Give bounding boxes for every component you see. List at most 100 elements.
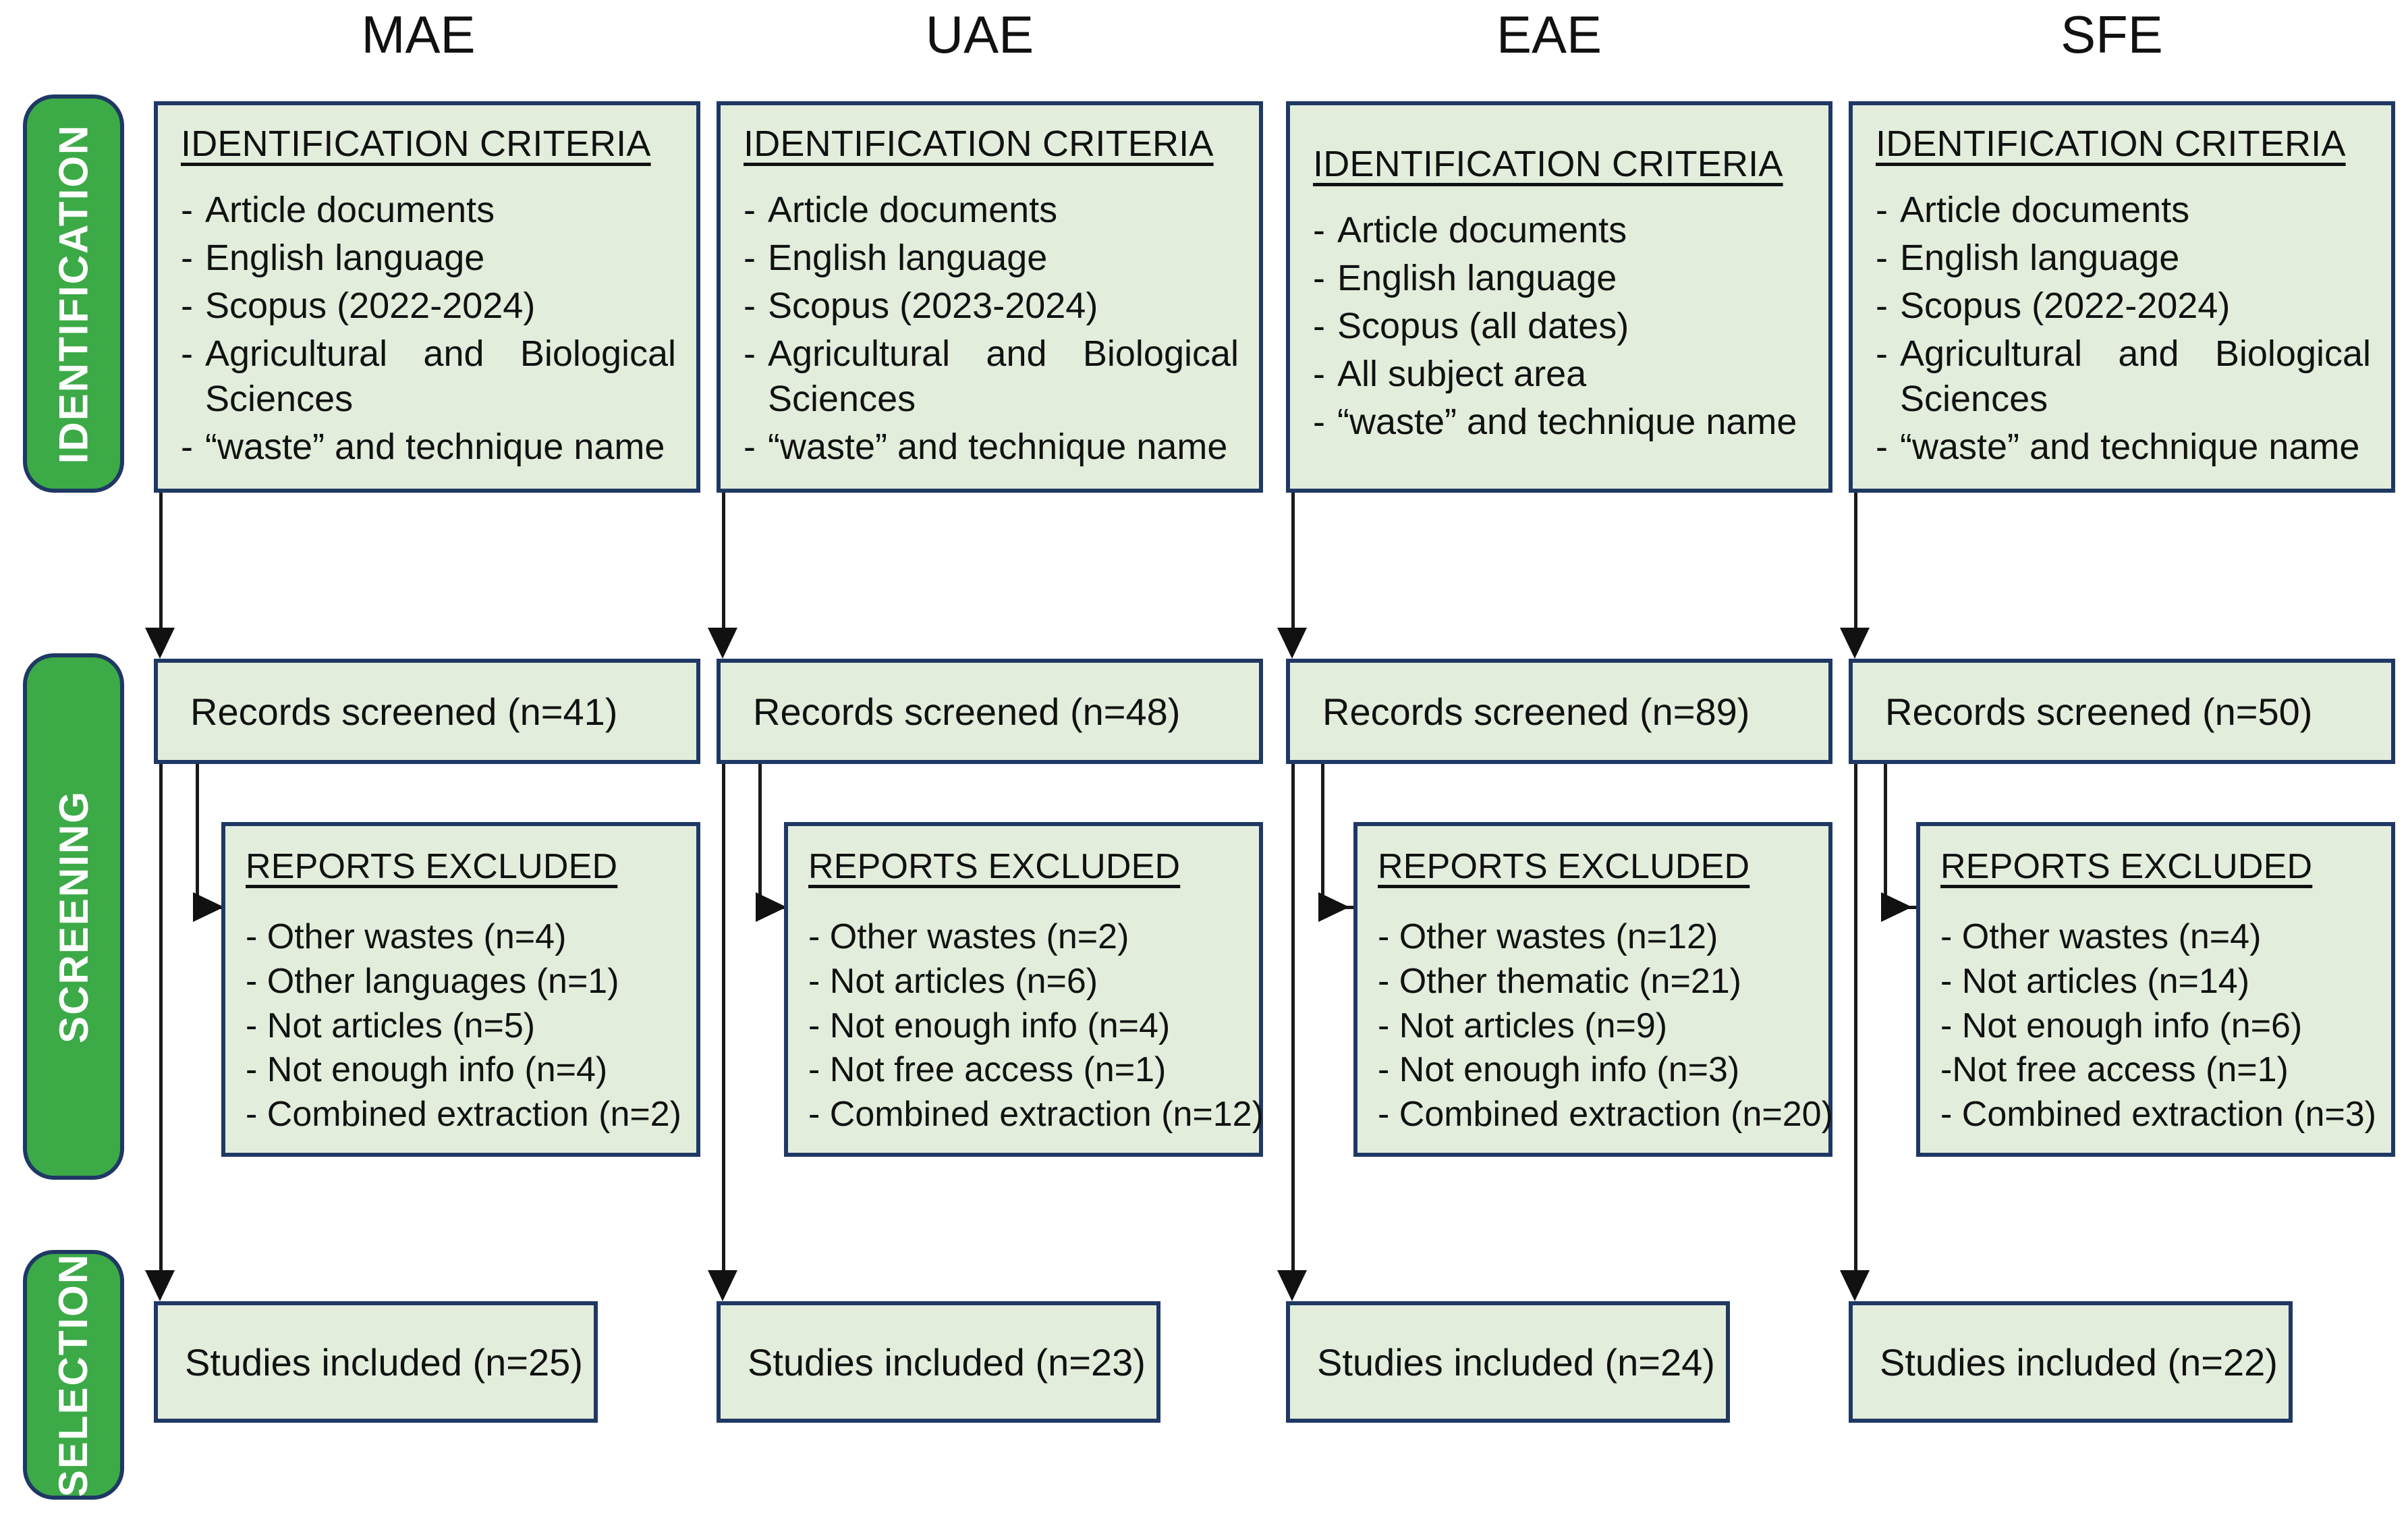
criteria-text: “waste” and technique name <box>767 426 1228 467</box>
reports-excluded-list: - Other wastes (n=4) - Not articles (n=1… <box>1940 915 2378 1137</box>
criteria-text: Article documents <box>1899 190 2190 230</box>
criteria-text: English language <box>1337 257 1617 298</box>
reports-excluded-list: - Other wastes (n=2) - Not articles (n=6… <box>808 915 1264 1137</box>
criteria-item: -Article documents <box>181 188 676 233</box>
reports-excluded-list: - Other wastes (n=12) - Other thematic (… <box>1378 915 1833 1137</box>
criteria-item: -English language <box>181 236 676 281</box>
exclusion-item: - Other wastes (n=4) <box>1940 917 2262 956</box>
criteria-text: All subject area <box>1337 353 1587 394</box>
reports-excluded-box-mae: REPORTS EXCLUDED - Other wastes (n=4) - … <box>221 822 700 1157</box>
bullet-dash-icon: - <box>744 333 756 374</box>
criteria-text: Scopus (all dates) <box>1337 305 1629 346</box>
stage-label-text: IDENTIFICATION <box>51 124 96 464</box>
studies-included-label: Studies included (n=23) <box>748 1340 1146 1384</box>
connector-line-mae-identification-to-screening <box>159 493 163 628</box>
criteria-item: -Agricultural and Biological Sciences <box>181 331 676 422</box>
criteria-text: Agricultural and Biological Sciences <box>1899 333 2371 419</box>
bullet-dash-icon: - <box>1313 401 1325 442</box>
reports-excluded-title: REPORTS EXCLUDED <box>1378 847 1750 886</box>
connector-line-uae-identification-to-screening <box>722 493 725 628</box>
exclusion-item: - Combined extraction (n=12) <box>808 1095 1264 1135</box>
connector-line-sfe-elbow-vertical <box>1884 764 1887 907</box>
connector-line-mae-elbow-vertical <box>196 764 199 907</box>
identification-criteria-box-mae: IDENTIFICATION CRITERIA -Article documen… <box>154 101 700 493</box>
criteria-text: Article documents <box>204 190 495 230</box>
criteria-item: -Agricultural and Biological Sciences <box>1876 331 2371 422</box>
column-header-label: UAE <box>925 5 1034 64</box>
exclusion-item: - Other wastes (n=4) <box>246 917 567 956</box>
criteria-item: -Agricultural and Biological Sciences <box>744 331 1239 422</box>
criteria-text: Agricultural and Biological Sciences <box>767 333 1239 419</box>
exclusion-item: - Not articles (n=5) <box>246 1006 536 1045</box>
connector-arrow-uae-excluded <box>756 892 787 922</box>
bullet-dash-icon: - <box>181 285 193 326</box>
criteria-text: English language <box>1899 237 2180 278</box>
bullet-dash-icon: - <box>1876 190 1888 230</box>
stage-label-text: SCREENING <box>51 790 96 1043</box>
reports-excluded-box-sfe: REPORTS EXCLUDED - Other wastes (n=4) - … <box>1916 822 2395 1157</box>
identification-criteria-list: -Article documents -English language -Sc… <box>181 188 676 470</box>
criteria-item: -Article documents <box>744 188 1239 233</box>
bullet-dash-icon: - <box>744 426 756 467</box>
criteria-item: -Scopus (2023-2024) <box>744 283 1239 329</box>
exclusion-item: - Not enough info (n=4) <box>808 1006 1171 1045</box>
criteria-item: -“waste” and technique name <box>1876 425 2371 470</box>
reports-excluded-title: REPORTS EXCLUDED <box>808 847 1181 886</box>
bullet-dash-icon: - <box>744 190 756 230</box>
bullet-dash-icon: - <box>1876 333 1888 374</box>
studies-included-box-uae: Studies included (n=23) <box>717 1301 1160 1423</box>
connector-arrow-sfe-screening <box>1840 628 1870 659</box>
criteria-item: -English language <box>744 236 1239 281</box>
criteria-item: -Scopus (2022-2024) <box>181 283 676 329</box>
bullet-dash-icon: - <box>1313 305 1325 346</box>
criteria-text: Scopus (2022-2024) <box>204 285 536 326</box>
bullet-dash-icon: - <box>181 426 193 467</box>
criteria-text: “waste” and technique name <box>204 426 665 467</box>
studies-included-box-mae: Studies included (n=25) <box>154 1301 598 1423</box>
criteria-text: Scopus (2023-2024) <box>767 285 1098 326</box>
identification-criteria-box-sfe: IDENTIFICATION CRITERIA -Article documen… <box>1849 101 2395 493</box>
bullet-dash-icon: - <box>181 237 193 278</box>
criteria-text: Agricultural and Biological Sciences <box>204 333 676 419</box>
studies-included-box-eae: Studies included (n=24) <box>1286 1301 1730 1423</box>
connector-line-sfe-identification-to-screening <box>1854 493 1857 628</box>
stage-label-identification: IDENTIFICATION <box>23 94 124 493</box>
records-screened-box-uae: Records screened (n=48) <box>717 659 1263 764</box>
criteria-text: English language <box>204 237 485 278</box>
records-screened-label: Records screened (n=41) <box>190 690 618 733</box>
identification-criteria-list: -Article documents -English language -Sc… <box>744 188 1239 470</box>
criteria-text: English language <box>767 237 1048 278</box>
exclusion-item: - Not articles (n=14) <box>1940 961 2250 1001</box>
column-header-sfe: SFE <box>1849 4 2375 65</box>
exclusion-item: - Other languages (n=1) <box>246 961 619 1001</box>
reports-excluded-title: REPORTS EXCLUDED <box>1940 847 2313 886</box>
connector-line-uae-elbow-vertical <box>758 764 762 907</box>
column-header-eae: EAE <box>1286 4 1812 65</box>
criteria-item: -“waste” and technique name <box>1313 400 1808 445</box>
connector-line-eae-screening-to-selection <box>1291 764 1295 1270</box>
records-screened-box-eae: Records screened (n=89) <box>1286 659 1832 764</box>
criteria-item: -Scopus (2022-2024) <box>1876 283 2371 329</box>
records-screened-label: Records screened (n=50) <box>1885 690 2313 733</box>
connector-arrow-eae-excluded <box>1318 892 1349 922</box>
column-header-uae: UAE <box>717 4 1243 65</box>
connector-arrow-sfe-excluded <box>1881 892 1912 922</box>
criteria-item: -Article documents <box>1313 208 1808 253</box>
exclusion-item: - Combined extraction (n=3) <box>1940 1095 2376 1135</box>
identification-criteria-box-eae: IDENTIFICATION CRITERIA -Article documen… <box>1286 101 1832 493</box>
identification-criteria-title: IDENTIFICATION CRITERIA <box>181 124 651 164</box>
bullet-dash-icon: - <box>1876 237 1888 278</box>
bullet-dash-icon: - <box>181 333 193 374</box>
connector-line-mae-screening-to-selection <box>159 764 163 1270</box>
bullet-dash-icon: - <box>1876 285 1888 326</box>
exclusion-item: - Not enough info (n=6) <box>1940 1006 2303 1045</box>
reports-excluded-box-uae: REPORTS EXCLUDED - Other wastes (n=2) - … <box>784 822 1264 1157</box>
bullet-dash-icon: - <box>744 285 756 326</box>
connector-line-eae-elbow-vertical <box>1321 764 1324 907</box>
exclusion-item: - Combined extraction (n=20) <box>1378 1095 1833 1135</box>
exclusion-item: - Not articles (n=9) <box>1378 1006 1668 1045</box>
connector-arrow-mae-selection <box>145 1270 175 1301</box>
connector-arrow-mae-excluded <box>193 892 224 922</box>
criteria-item: -“waste” and technique name <box>181 425 676 470</box>
connector-line-eae-identification-to-screening <box>1291 493 1295 628</box>
